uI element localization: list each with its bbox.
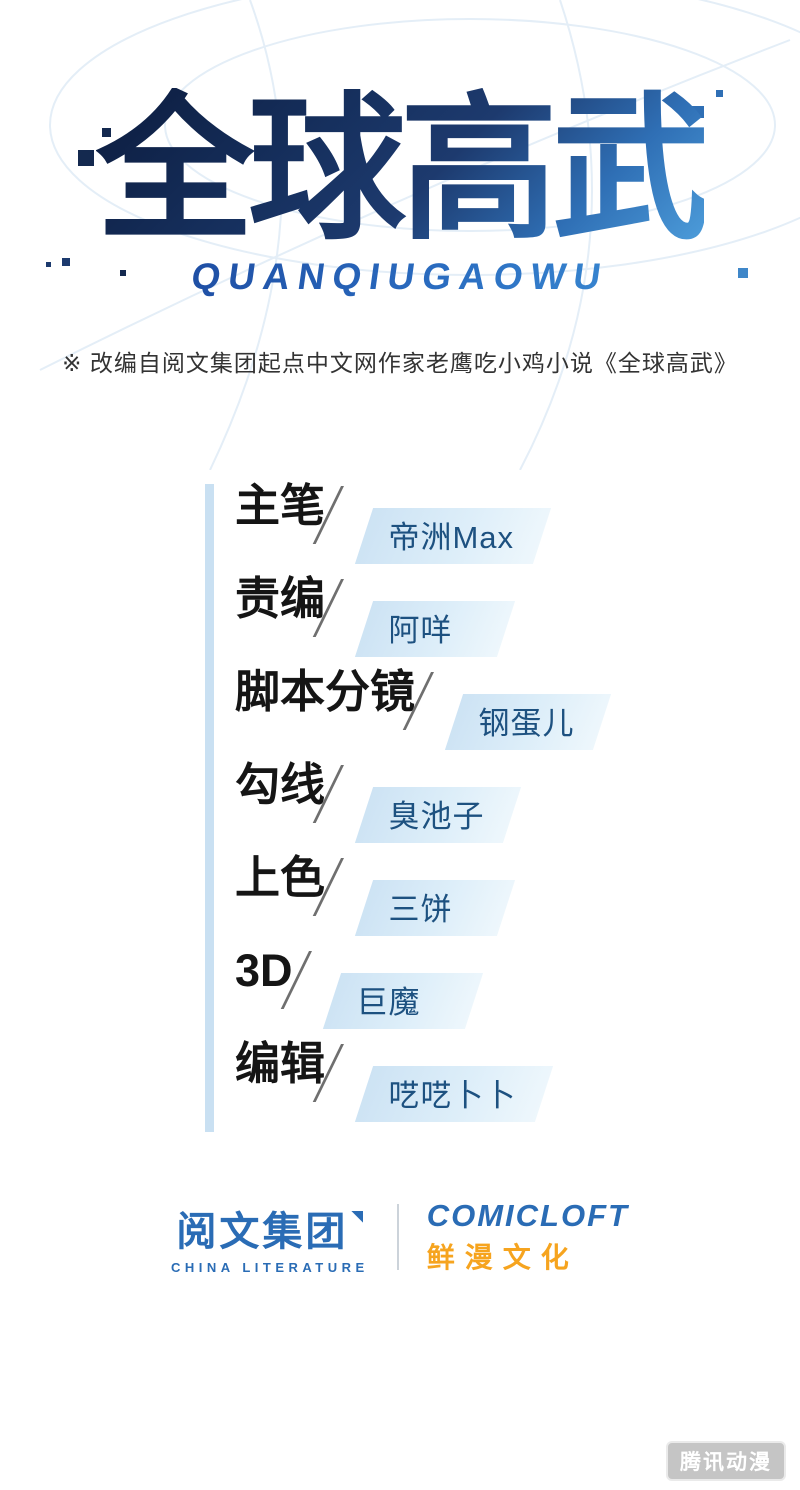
pixel-decoration	[692, 106, 704, 118]
publisher-name: 阅文集团	[171, 1199, 369, 1257]
adaptation-note: ※ 改编自阅文集团起点中文网作家老鹰吃小鸡小说《全球高武》	[62, 350, 738, 376]
corner-square-icon	[351, 1211, 364, 1223]
pixel-decoration	[716, 90, 723, 97]
accent-bar	[205, 484, 214, 1132]
credit-role: 责编	[235, 573, 326, 624]
credit-name-plate: 钢蛋儿	[444, 694, 612, 750]
pixel-decoration	[738, 268, 748, 278]
pixel-decoration	[78, 150, 94, 166]
credit-role: 主笔	[235, 480, 326, 531]
credit-role: 上色	[235, 852, 326, 903]
credit-name-plate: 臭池子	[354, 787, 522, 843]
credit-rows: 主笔 帝洲Max 责编 阿咩 脚本分镜 钢蛋儿	[235, 478, 612, 1129]
publisher-subtitle: CHINA LITERATURE	[171, 1260, 369, 1275]
credit-name: 三饼	[388, 892, 453, 927]
credit-row: 勾线 臭池子	[235, 757, 602, 850]
credit-role: 脚本分镜	[235, 666, 416, 717]
credit-row: 主笔 帝洲Max	[235, 478, 602, 571]
credit-role: 编辑	[235, 1038, 326, 1089]
credit-row: 责编 阿咩	[235, 571, 602, 664]
pixel-decoration	[102, 128, 111, 137]
pixel-decoration	[62, 258, 70, 266]
credit-row: 脚本分镜 钢蛋儿	[235, 664, 612, 757]
credit-row: 3D 巨魔	[235, 943, 602, 1036]
pixel-decoration	[120, 270, 126, 276]
publisher-name-text: 阅文集团	[176, 1210, 349, 1254]
credit-name: 钢蛋儿	[478, 706, 575, 741]
credit-name-plate: 三饼	[354, 880, 516, 936]
credit-name: 呓呓卜卜	[388, 1078, 517, 1113]
credit-name-plate: 帝洲Max	[354, 508, 551, 564]
credit-name-plate: 巨魔	[322, 973, 483, 1029]
credits-list: 主笔 帝洲Max 责编 阿咩 脚本分镜 钢蛋儿	[205, 478, 612, 1132]
studio-subtitle: 鲜漫文化	[426, 1242, 579, 1273]
credit-name: 臭池子	[388, 799, 485, 834]
pixel-decoration	[46, 262, 51, 267]
publisher-logo: 阅文集团 CHINA LITERATURE	[171, 1199, 369, 1275]
credit-role: 勾线	[235, 759, 326, 810]
footer-logos: 阅文集团 CHINA LITERATURE COMICLOFT 鲜漫文化	[0, 1198, 800, 1276]
credit-role: 3D	[235, 945, 293, 996]
globe-lines-decoration	[39, 0, 800, 470]
logo-title: 全球高武	[96, 82, 710, 258]
studio-logo: COMICLOFT 鲜漫文化	[427, 1198, 629, 1276]
credit-name: 巨魔	[356, 985, 421, 1020]
credit-name: 阿咩	[388, 613, 453, 648]
logo-subtitle: QUANQIUGAOWU	[0, 256, 800, 298]
credit-row: 编辑 呓呓卜卜	[235, 1036, 602, 1129]
credit-name-plate: 呓呓卜卜	[354, 1066, 554, 1122]
credit-name-plate: 阿咩	[354, 601, 516, 657]
logo-block: 全球高武 QUANQIUGAOWU	[0, 82, 800, 298]
footer-divider	[396, 1204, 399, 1270]
studio-name: COMICLOFT	[426, 1198, 629, 1233]
credit-name: 帝洲Max	[388, 520, 515, 555]
credit-row: 上色 三饼	[235, 850, 602, 943]
watermark-badge: 腾讯动漫	[666, 1441, 786, 1481]
